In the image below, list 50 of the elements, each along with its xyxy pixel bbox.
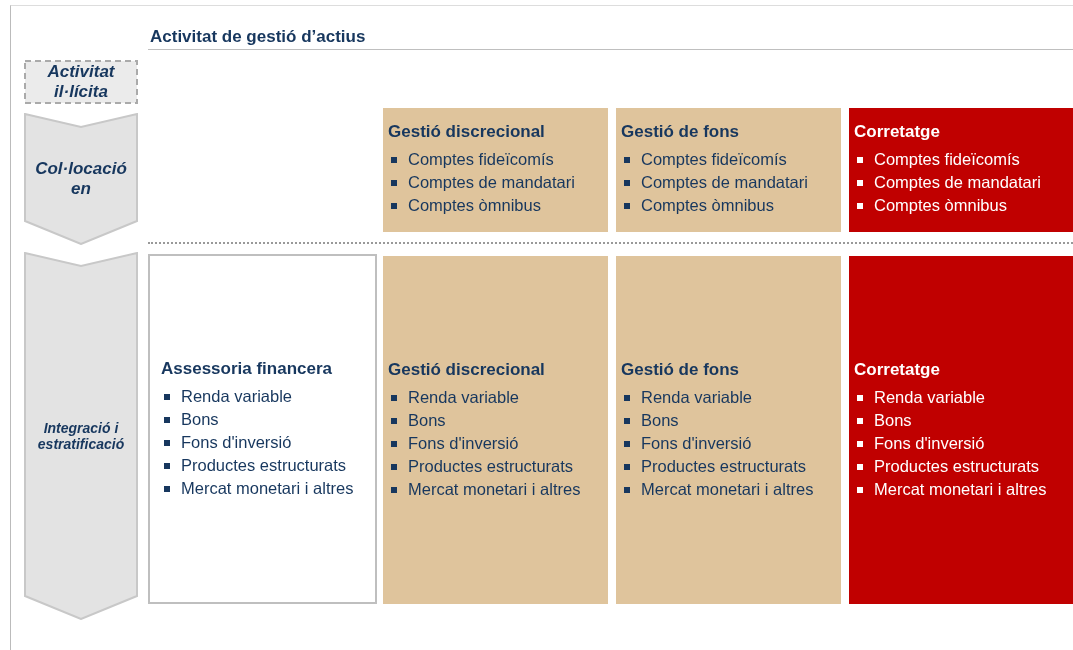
bullet-item: Fons d'inversió xyxy=(161,430,292,454)
bullet-item: Bons xyxy=(621,408,679,432)
stage-label: Col·locació en xyxy=(34,159,128,199)
bullet-item: Comptes fideïcomís xyxy=(621,148,787,171)
panel-heading: Gestió discrecional xyxy=(388,359,545,380)
bullet-item: Fons d'inversió xyxy=(621,431,752,455)
bullet-item: Comptes fideïcomís xyxy=(388,148,554,171)
category-panel xyxy=(849,108,1073,232)
bullet-item: Fons d'inversió xyxy=(388,431,519,455)
panel-heading: Gestió de fons xyxy=(621,122,740,142)
bullet-item: Renda variable xyxy=(621,385,752,409)
bullet-item: Renda variable xyxy=(161,384,292,408)
bullet-item: Comptes òmnibus xyxy=(854,194,1007,217)
bullet-item: Bons xyxy=(854,408,912,432)
panel-heading: Gestió discrecional xyxy=(388,122,545,142)
bullet-item: Renda variable xyxy=(388,385,519,409)
panel-heading: Corretatge xyxy=(854,122,940,142)
bullet-item: Bons xyxy=(161,407,219,431)
bullet-item: Productes estructurats xyxy=(388,454,574,478)
bullet-item: Comptes de mandatari xyxy=(388,171,575,194)
category-panel xyxy=(616,256,841,604)
bullet-item: Comptes òmnibus xyxy=(621,194,774,217)
bullet-item: Fons d'inversió xyxy=(854,431,985,455)
bullet-item: Productes estructurats xyxy=(161,453,347,477)
bullet-item: Mercat monetari i altres xyxy=(161,476,354,500)
panel-heading: Assessoria financera xyxy=(161,358,333,379)
category-panel xyxy=(616,108,841,232)
stage-banner xyxy=(24,252,138,620)
bullet-item: Mercat monetari i altres xyxy=(621,477,814,501)
category-panel xyxy=(383,256,608,604)
bullet-item: Comptes de mandatari xyxy=(621,171,808,194)
bullet-item: Productes estructurats xyxy=(621,454,807,478)
bullet-item: Bons xyxy=(388,408,446,432)
section-title: Activitat de gestió d’actius xyxy=(150,27,366,47)
stage-banner xyxy=(24,113,138,245)
bullet-item: Mercat monetari i altres xyxy=(854,477,1047,501)
category-panel xyxy=(849,256,1073,604)
bullet-item: Comptes òmnibus xyxy=(388,194,541,217)
category-panel xyxy=(383,108,608,232)
dashed-box xyxy=(24,60,138,104)
bullet-item: Mercat monetari i altres xyxy=(388,477,581,501)
stage-label: Integració i estratificació xyxy=(36,420,126,452)
panel-heading: Gestió de fons xyxy=(621,359,740,380)
bullet-item: Productes estructurats xyxy=(854,454,1040,478)
bullet-item: Renda variable xyxy=(854,385,985,409)
stage-label: Activitat il·lícita xyxy=(46,62,116,102)
bullet-item: Comptes fideïcomís xyxy=(854,148,1020,171)
panel-heading: Corretatge xyxy=(854,359,940,380)
category-panel xyxy=(148,254,377,604)
bullet-item: Comptes de mandatari xyxy=(854,171,1041,194)
